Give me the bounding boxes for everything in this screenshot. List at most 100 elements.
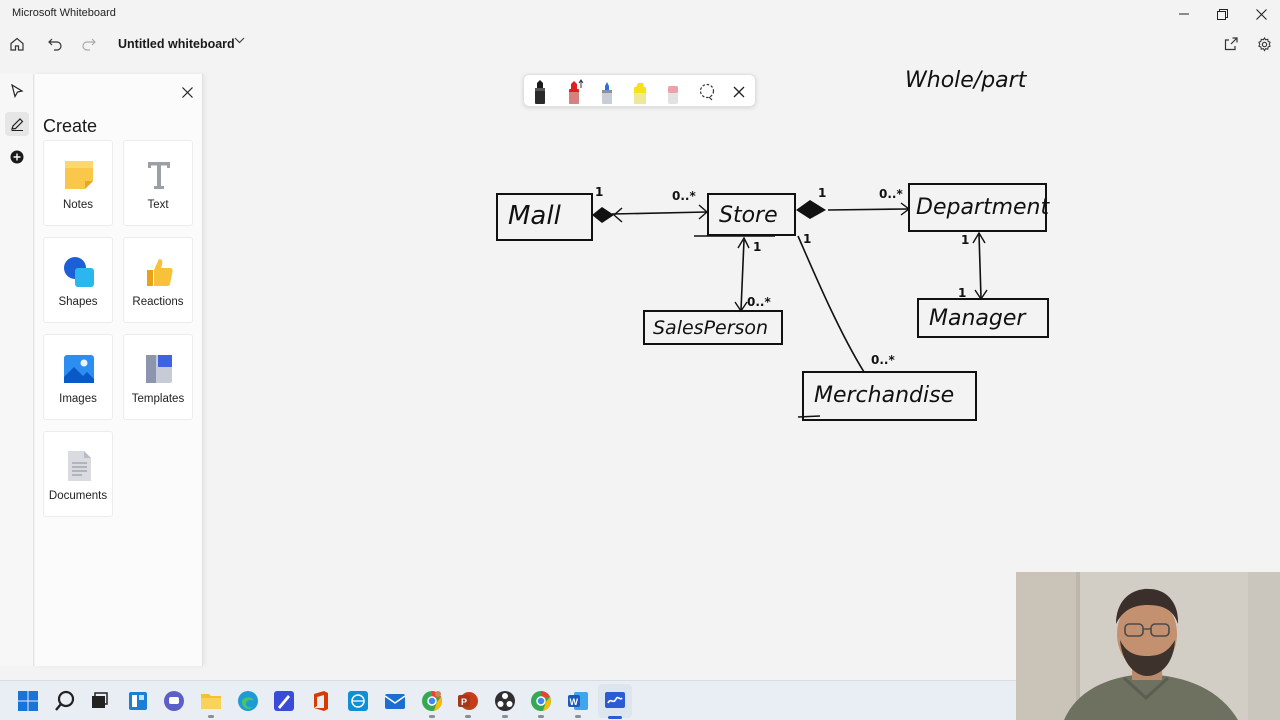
pointer-icon bbox=[11, 84, 24, 98]
pen-app-icon[interactable] bbox=[272, 689, 296, 713]
shapes-icon bbox=[64, 257, 94, 287]
highlighter-button[interactable] bbox=[630, 79, 650, 105]
multiplicity-label: 0..* bbox=[747, 295, 771, 309]
text-icon bbox=[148, 162, 170, 189]
select-tool-button[interactable] bbox=[5, 79, 29, 103]
chat-icon[interactable] bbox=[162, 689, 186, 713]
chrome-icon[interactable] bbox=[529, 689, 553, 713]
command-bar: Untitled whiteboard bbox=[0, 28, 1280, 60]
multiplicity-label: 0..* bbox=[879, 187, 903, 201]
running-indicator bbox=[429, 715, 435, 718]
templates-icon bbox=[146, 355, 172, 383]
tile-label: Templates bbox=[131, 393, 185, 405]
tile-label: Images bbox=[59, 393, 97, 405]
svg-text:P: P bbox=[461, 697, 467, 707]
settings-button[interactable] bbox=[1251, 32, 1277, 56]
running-indicator bbox=[465, 715, 471, 718]
windows-start-icon[interactable] bbox=[16, 689, 40, 713]
class-box-mall[interactable]: Mall bbox=[496, 193, 593, 241]
tile-documents[interactable]: Documents bbox=[43, 431, 113, 517]
class-box-salesperson[interactable]: SalesPerson bbox=[643, 310, 783, 345]
home-button[interactable] bbox=[4, 32, 30, 56]
tile-label: Text bbox=[147, 199, 169, 211]
blue-pen-button[interactable] bbox=[597, 79, 617, 105]
mail-icon[interactable] bbox=[383, 689, 407, 713]
multiplicity-label: 1 bbox=[753, 240, 762, 254]
board-heading[interactable]: Whole/part bbox=[905, 68, 1027, 93]
minimize-button[interactable] bbox=[1165, 0, 1203, 28]
class-box-store[interactable]: Store bbox=[707, 193, 796, 236]
chrome-icon[interactable] bbox=[420, 689, 444, 713]
word-icon[interactable]: W bbox=[566, 689, 590, 713]
svg-text:W: W bbox=[570, 697, 579, 707]
globe-app-icon[interactable] bbox=[346, 689, 370, 713]
multiplicity-label: 0..* bbox=[871, 353, 895, 367]
board-title[interactable]: Untitled whiteboard bbox=[118, 37, 235, 51]
search-icon[interactable] bbox=[53, 689, 77, 713]
create-button[interactable] bbox=[5, 145, 29, 169]
red-pen-button[interactable] bbox=[564, 79, 584, 105]
running-indicator bbox=[208, 715, 214, 718]
eraser-button[interactable] bbox=[663, 79, 683, 105]
class-box-department[interactable]: Department bbox=[908, 183, 1050, 232]
multiplicity-label: 1 bbox=[595, 185, 604, 199]
lasso-icon[interactable] bbox=[697, 82, 717, 102]
inking-tool-button[interactable] bbox=[5, 112, 29, 136]
tile-label: Documents bbox=[48, 490, 108, 502]
app-title: Microsoft Whiteboard bbox=[12, 7, 116, 19]
chevron-down-icon[interactable] bbox=[234, 35, 245, 49]
tile-notes[interactable]: Notes bbox=[43, 140, 113, 226]
class-name: Department bbox=[916, 195, 1050, 220]
redo-button[interactable] bbox=[76, 32, 102, 56]
tile-reactions[interactable]: Reactions bbox=[123, 237, 193, 323]
multiplicity-label: 1 bbox=[961, 233, 970, 247]
tile-label: Reactions bbox=[132, 296, 184, 308]
class-box-merchandise[interactable]: Merchandise bbox=[802, 371, 977, 421]
webcam-overlay bbox=[1016, 572, 1280, 720]
image-icon bbox=[64, 355, 94, 383]
class-box-manager[interactable]: Manager bbox=[917, 298, 1049, 338]
minimize-icon bbox=[1179, 13, 1189, 15]
running-indicator bbox=[538, 715, 544, 718]
folder-icon[interactable] bbox=[199, 689, 223, 713]
class-name: Manager bbox=[929, 306, 1026, 331]
class-name: Merchandise bbox=[814, 383, 955, 408]
tile-images[interactable]: Images bbox=[43, 334, 113, 420]
panel-title: Create bbox=[43, 116, 98, 136]
task-view-icon[interactable] bbox=[87, 689, 111, 713]
powerpoint-icon[interactable]: P bbox=[456, 689, 480, 713]
black-pen-button[interactable] bbox=[530, 79, 550, 105]
document-icon bbox=[68, 451, 91, 481]
class-name: Store bbox=[719, 203, 778, 228]
multiplicity-label: 0..* bbox=[672, 189, 696, 203]
close-window-button[interactable] bbox=[1242, 0, 1280, 28]
multiplicity-label: 1 bbox=[803, 232, 812, 246]
left-rail bbox=[0, 74, 34, 666]
taskbar: P W bbox=[0, 680, 1016, 720]
running-indicator bbox=[502, 715, 508, 718]
multiplicity-label: 1 bbox=[958, 286, 967, 300]
obs-icon[interactable] bbox=[493, 689, 517, 713]
close-icon bbox=[1255, 8, 1267, 20]
multiplicity-label: 1 bbox=[818, 186, 827, 200]
tile-shapes[interactable]: Shapes bbox=[43, 237, 113, 323]
tile-text[interactable]: Text bbox=[123, 140, 193, 226]
gear-icon bbox=[1257, 36, 1271, 52]
tile-label: Shapes bbox=[58, 296, 98, 308]
close-icon[interactable] bbox=[732, 85, 746, 99]
widgets-icon[interactable] bbox=[126, 689, 150, 713]
close-panel-button[interactable] bbox=[177, 82, 197, 102]
tile-templates[interactable]: Templates bbox=[123, 334, 193, 420]
restore-icon bbox=[1216, 8, 1228, 20]
office-icon[interactable] bbox=[309, 689, 333, 713]
whiteboard-icon[interactable] bbox=[603, 689, 627, 713]
redo-icon bbox=[82, 38, 96, 51]
undo-icon bbox=[48, 38, 62, 51]
edge-icon[interactable] bbox=[236, 689, 260, 713]
thumbs-up-icon bbox=[147, 259, 173, 286]
share-button[interactable] bbox=[1218, 32, 1244, 56]
sticky-note-icon bbox=[65, 161, 93, 189]
restore-button[interactable] bbox=[1203, 0, 1241, 28]
tile-label: Notes bbox=[62, 199, 94, 211]
undo-button[interactable] bbox=[42, 32, 68, 56]
